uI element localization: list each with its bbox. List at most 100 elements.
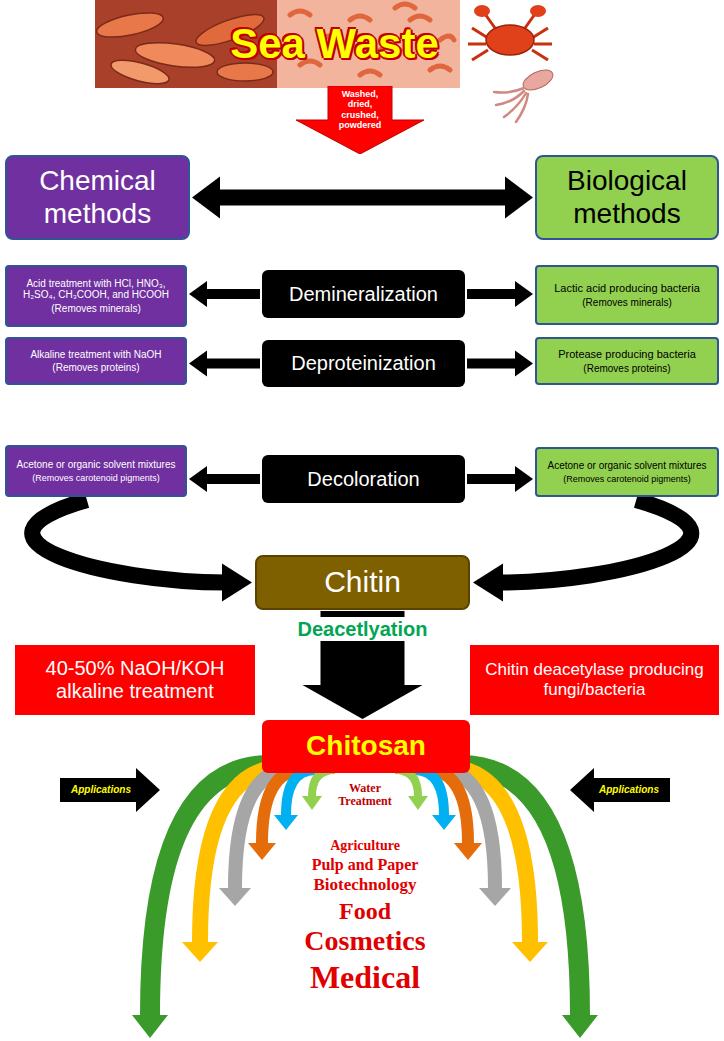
arrow-head (189, 351, 207, 377)
arrow-outline (570, 768, 670, 812)
node-text: Chitin (324, 565, 401, 600)
stage-box: Decoloration (262, 455, 465, 503)
arc-head (274, 815, 298, 830)
arc-head (408, 796, 428, 810)
arrow-shaft (467, 359, 517, 369)
arrow-outline (296, 86, 424, 154)
squid-tentacles (494, 88, 528, 122)
flow-arrow (467, 281, 533, 307)
crab-body (486, 25, 534, 55)
arrow-shaft (499, 500, 691, 583)
sea-waste-banner: Sea Waste (95, 0, 460, 88)
step-box: Lactic acid producing bacteria(Removes m… (535, 265, 719, 325)
application-label: Food (255, 898, 475, 924)
applications-arrow: Applications (60, 768, 160, 812)
arrow-shaft (205, 289, 260, 299)
node-text: 40-50% NaOH/KOH alkaline treatment (21, 657, 249, 703)
arc-head (219, 888, 251, 906)
arrow-head (192, 177, 220, 219)
step-box: Acid treatment with HCl, HNO₃, H₂SO₄, CH… (5, 265, 187, 327)
squid-mantle (520, 66, 556, 94)
arc-head (302, 796, 322, 810)
node-text: Sea Waste (230, 20, 439, 68)
arc (312, 770, 335, 796)
step-box: Acetone or organic solvent mixtures (Remo… (5, 445, 187, 497)
step-box: Protease producing bacteria (Removes prot… (535, 337, 719, 385)
step-box: Acetone or organic solvent mixtures (Remo… (535, 447, 719, 497)
arrow-head (515, 281, 533, 307)
flow-arrow (467, 351, 533, 377)
arrow-shaft (205, 474, 260, 484)
application-label: Water Treatment (325, 782, 405, 808)
node-text: Biological methods (543, 165, 711, 229)
crab-claw (530, 5, 546, 17)
node-text: Chitosan (306, 730, 426, 762)
arc-head (562, 1015, 598, 1038)
process-arrow: Washed, dried, crushed, powdered (296, 86, 424, 154)
arc-head (432, 815, 456, 830)
arrow-head (515, 466, 533, 492)
treatment-box: Chitin deacetylase producing fungi/bacte… (470, 645, 719, 715)
arrow-shaft (32, 500, 226, 583)
node-note: (Removes minerals) (51, 303, 140, 315)
shrimp (95, 8, 166, 42)
arrow-head (222, 564, 252, 602)
node-text: Protease producing bacteria (558, 348, 696, 361)
arc-head (512, 942, 548, 962)
node-text: Chitin deacetylase producing fungi/bacte… (476, 660, 713, 699)
squid-icon (494, 66, 556, 122)
application-label: Medical (245, 960, 485, 995)
node-text: Chemical methods (13, 165, 182, 229)
node-text: Demineralization (289, 283, 438, 306)
flow-arrow (473, 500, 691, 602)
node-note: (Removes carotenoid pigments) (563, 474, 691, 484)
arrow-shaft (467, 289, 517, 299)
flow-arrow (32, 500, 252, 602)
arrow-head (505, 177, 533, 219)
arrow-head (473, 564, 503, 602)
method-box: Biological methods (535, 155, 719, 240)
application-label: Agriculture (265, 838, 465, 853)
node-note: (Removes minerals) (582, 297, 671, 309)
node-text: Deproteinization (291, 352, 436, 375)
node-text: Acid treatment with HCl, HNO₃, H₂SO₄, CH… (13, 278, 179, 301)
flow-arrow (467, 466, 533, 492)
node-text: Applications (71, 784, 131, 796)
arrow-head (189, 466, 207, 492)
node-note: (Removes proteins) (52, 362, 139, 374)
arc-head (479, 888, 511, 906)
node-note: (Removes proteins) (583, 363, 670, 375)
application-label: Cosmetics (245, 926, 485, 957)
flow-arrow (189, 281, 260, 307)
treatment-box: 40-50% NaOH/KOH alkaline treatment (15, 645, 255, 715)
arc-head (132, 1015, 168, 1038)
node-text: Washed, dried, crushed, powdered (329, 89, 391, 130)
arrow-head (189, 281, 207, 307)
node-text: Acetone or organic solvent mixtures (17, 459, 176, 471)
stage-box: Deproteinization (262, 340, 465, 387)
edge-label: Deacetlyation (293, 617, 431, 641)
node-text: Acetone or organic solvent mixtures (548, 460, 707, 472)
shrimp (109, 56, 172, 89)
node-text: Alkaline treatment with NaOH (30, 349, 161, 361)
method-box: Chemical methods (5, 155, 190, 240)
arrow-shaft (218, 190, 507, 206)
arc-head (248, 843, 276, 860)
arc (395, 770, 418, 796)
arrow-shaft (467, 474, 517, 484)
application-label: Pulp and Paper (255, 856, 475, 874)
product-box: Chitin (255, 555, 470, 610)
stage-box: Demineralization (262, 270, 465, 318)
crab-icon (468, 5, 552, 60)
applications-arrow: Applications (570, 768, 670, 812)
node-text: Applications (599, 784, 659, 796)
arrow-head (515, 351, 533, 377)
arrow-outline (60, 768, 160, 812)
product-box: Chitosan (262, 720, 470, 773)
flow-arrow (192, 177, 533, 219)
arrow-shaft (205, 359, 260, 369)
application-label: Biotechnology (255, 876, 475, 895)
node-text: Decoloration (307, 468, 419, 491)
node-note: (Removes carotenoid pigments) (32, 473, 160, 483)
crab-claw (474, 5, 490, 17)
